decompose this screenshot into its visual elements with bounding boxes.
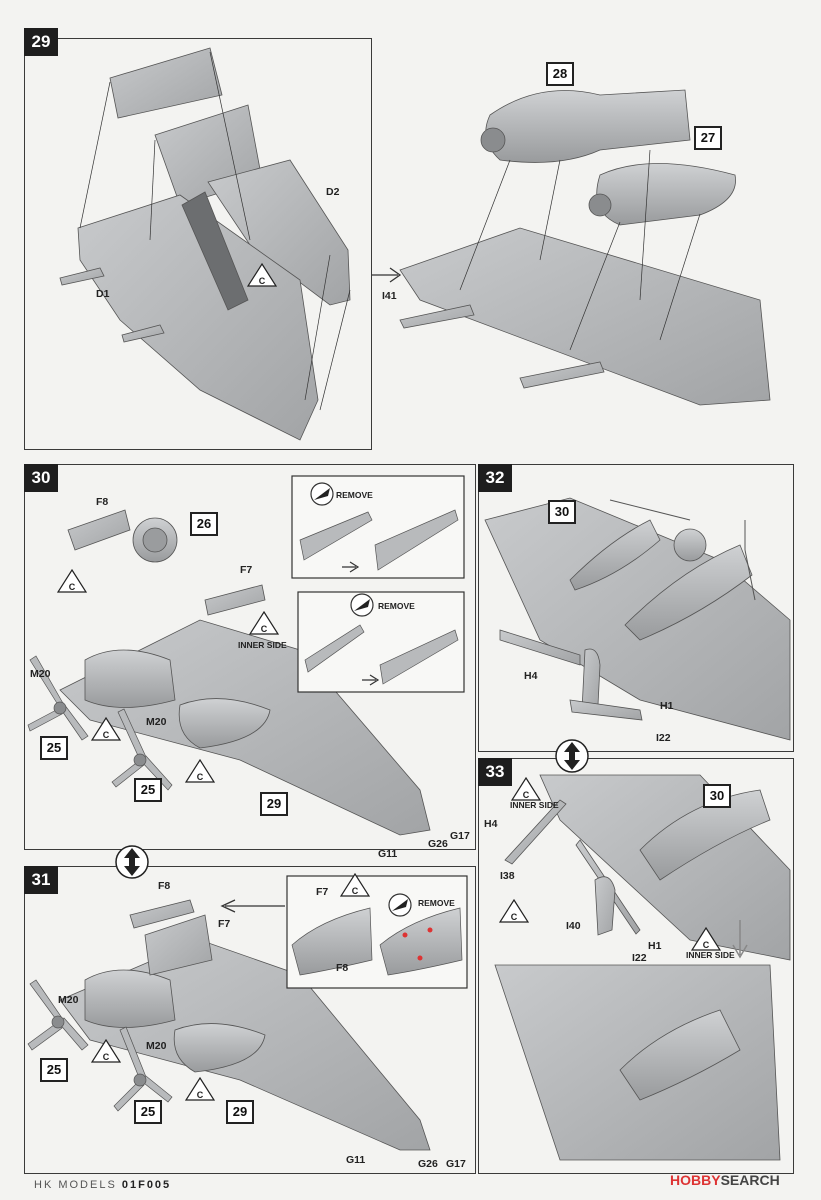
- sub-assembly-ref-25: 25: [40, 1058, 68, 1082]
- part-label-h4: H4: [484, 818, 498, 830]
- cement-triangles: [56, 262, 722, 1101]
- sub-assembly-ref-26: 26: [190, 512, 218, 536]
- step-32-frame: [478, 464, 794, 752]
- step-33-drawing: [494, 774, 791, 1161]
- remove-inset-2: [297, 591, 465, 693]
- part-label-i38: I38: [500, 870, 515, 882]
- kit-code: 01F005: [121, 1179, 172, 1191]
- sub-assembly-ref-28: 28: [546, 62, 574, 86]
- step-29-result: [399, 89, 771, 406]
- svg-text:C: C: [261, 624, 268, 634]
- step-32-drawing: [484, 497, 791, 741]
- step-30-frame: [24, 464, 476, 850]
- inner-side-label: INNER SIDE: [510, 800, 559, 810]
- propellers-30: [27, 655, 173, 791]
- sub-assembly-ref-25: 25: [134, 778, 162, 802]
- step-31-arrow: [220, 899, 285, 913]
- step-number-30: 30: [24, 464, 58, 492]
- svg-text:C: C: [259, 276, 266, 286]
- part-label-d2: D2: [326, 186, 340, 198]
- flip-arrow-31: [115, 845, 149, 879]
- watermark-b: SEARCH: [720, 1172, 780, 1188]
- part-label-m20: M20: [30, 668, 51, 680]
- step-number-31: 31: [24, 866, 58, 894]
- step-29-drawing: [59, 47, 351, 441]
- sub-assembly-ref-25: 25: [40, 736, 68, 760]
- brand-footer: HK MODELS 01F005: [34, 1179, 171, 1191]
- svg-text:C: C: [197, 772, 204, 782]
- part-label-f8: F8: [158, 880, 171, 892]
- part-label-f8: F8: [336, 962, 349, 974]
- sub-assembly-ref-25: 25: [134, 1100, 162, 1124]
- svg-text:C: C: [352, 886, 359, 896]
- step-29-arrow: [372, 267, 402, 283]
- step-number-32: 32: [478, 464, 512, 492]
- part-label-g26: G26: [418, 1158, 438, 1170]
- part-label-g26: G26: [428, 838, 448, 850]
- step-29-frame: [24, 38, 372, 450]
- part-label-f8: F8: [96, 496, 109, 508]
- sub-assembly-ref-27: 27: [694, 126, 722, 150]
- part-label-m20: M20: [146, 1040, 167, 1052]
- step-30-drawing: [59, 509, 431, 836]
- inner-side-label: INNER SIDE: [238, 640, 287, 650]
- part-label-f7: F7: [218, 918, 231, 930]
- sub-assembly-ref-29: 29: [226, 1100, 254, 1124]
- watermark-a: HOBBY: [670, 1172, 721, 1188]
- watermark: HOBBYSEARCH: [670, 1172, 780, 1188]
- brand-name: HK MODELS: [34, 1179, 117, 1191]
- part-label-i40: I40: [566, 920, 581, 932]
- step-number-33: 33: [478, 758, 512, 786]
- part-label-m20: M20: [58, 994, 79, 1006]
- svg-text:C: C: [103, 1052, 110, 1062]
- remove-label: REMOVE: [378, 601, 415, 611]
- step-29-guides: [79, 51, 351, 411]
- remove-inset-1: [291, 475, 465, 579]
- part-label-d1: D1: [96, 288, 110, 300]
- sub-assembly-ref-30: 30: [548, 500, 576, 524]
- step-29-result-guides: [459, 149, 701, 351]
- part-label-h4: H4: [524, 670, 538, 682]
- part-label-g11: G11: [378, 848, 398, 860]
- inner-side-label: INNER SIDE: [686, 950, 735, 960]
- flip-arrow-33: [555, 739, 589, 773]
- part-label-h1: H1: [648, 940, 662, 952]
- step-33-down-arrow: [732, 920, 748, 959]
- part-label-g11: G11: [346, 1154, 366, 1166]
- step-33-frame: [478, 758, 794, 1174]
- remove-label: REMOVE: [418, 898, 455, 908]
- part-label-g17: G17: [446, 1158, 466, 1170]
- svg-text:C: C: [511, 912, 518, 922]
- part-label-i22: I22: [632, 952, 647, 964]
- propellers-31: [27, 979, 173, 1112]
- remove-inset-3: [286, 875, 468, 989]
- step-31-frame: [24, 866, 476, 1174]
- part-label-g17: G17: [450, 830, 470, 842]
- part-label-i41: I41: [382, 290, 397, 302]
- part-label-f7: F7: [240, 564, 253, 576]
- step-number-29: 29: [24, 28, 58, 56]
- sub-assembly-ref-30: 30: [703, 784, 731, 808]
- step-31-drawing: [59, 899, 431, 1151]
- svg-text:C: C: [69, 582, 76, 592]
- part-label-f7: F7: [316, 886, 329, 898]
- svg-text:C: C: [197, 1090, 204, 1100]
- svg-text:C: C: [523, 790, 530, 800]
- remove-label: REMOVE: [336, 490, 373, 500]
- part-label-m20: M20: [146, 716, 167, 728]
- step-32-props: [609, 499, 756, 601]
- cement-letters: C C C C C C C C C C C: [69, 276, 710, 1100]
- part-label-i22: I22: [656, 732, 671, 744]
- sub-assembly-ref-29: 29: [260, 792, 288, 816]
- part-label-h1: H1: [660, 700, 674, 712]
- svg-text:C: C: [103, 730, 110, 740]
- svg-text:C: C: [703, 940, 710, 950]
